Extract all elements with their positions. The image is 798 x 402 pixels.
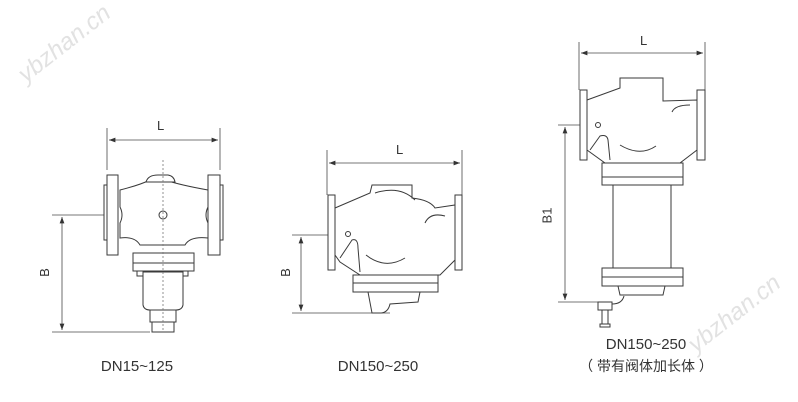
caption-dn150-250: DN150~250 [337,358,419,375]
dim-label-b1: B1 [539,207,555,224]
valve-dn15-125 [52,128,224,333]
dim-label-b: B [277,268,293,277]
valve-dn150-250-extended [558,42,706,328]
dim-label-b: B [36,268,52,277]
subcaption-extended-body: （ 带有阀体加长体 ） [579,358,713,374]
caption-dn150-250-extended: DN150~250 [605,336,687,353]
caption-dn15-125: DN15~125 [100,358,174,375]
dim-label-l: L [396,142,404,157]
dim-label-l: L [157,118,165,133]
valve-dn150-250 [292,150,463,314]
dim-label-l: L [640,33,648,48]
